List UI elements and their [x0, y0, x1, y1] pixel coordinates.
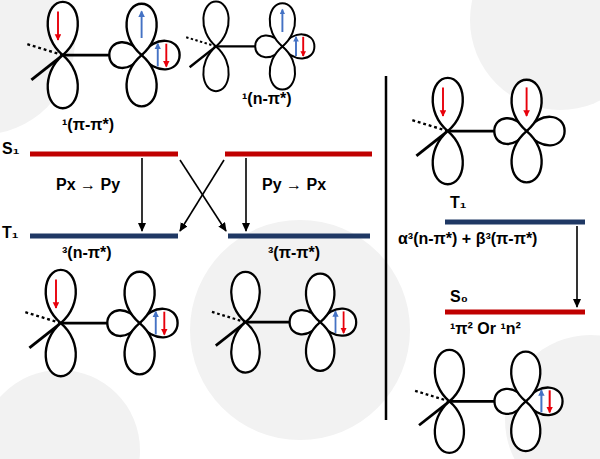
art-line: [55, 279, 57, 308]
art-line: [141, 158, 143, 231]
state-label: ³(π-π*): [268, 244, 320, 262]
art-line: [445, 220, 585, 225]
art-line: [343, 311, 345, 333]
art-circle: [0, 370, 140, 459]
state-label: ¹π² Or ¹n²: [450, 320, 521, 338]
energy-levels: [30, 154, 585, 312]
state-label: ³(n-π*): [62, 244, 112, 262]
orbital-figure: [411, 78, 565, 184]
art-line: [302, 37, 304, 56]
orbital-figure: [414, 350, 563, 453]
transition-arrows: [142, 158, 577, 307]
art-line: [165, 44, 167, 67]
level-label: S₀: [450, 288, 468, 306]
level-label: T₁: [450, 194, 466, 212]
orbital-figure: [185, 2, 315, 92]
orbital-figure: [210, 272, 356, 373]
art-circle: [190, 220, 410, 440]
state-label: ¹(π-π*): [62, 116, 114, 134]
art-line: [540, 390, 542, 412]
art-use: [24, 270, 178, 376]
art-line: [180, 160, 224, 231]
art-use: [414, 350, 563, 453]
art-line: [442, 87, 444, 116]
art-line: [526, 87, 528, 116]
art-use: [185, 2, 315, 92]
level-label: T₁: [2, 224, 18, 242]
art-line: [225, 152, 372, 157]
state-label: ¹(n-π*): [242, 90, 292, 108]
art-line: [445, 310, 585, 315]
art-use: [411, 78, 565, 184]
art-line: [180, 160, 226, 231]
art-line: [141, 11, 143, 38]
orbital-figure: [24, 270, 178, 376]
art-line: [228, 234, 370, 239]
art-line: [30, 234, 178, 239]
level-label: S₁: [2, 140, 19, 158]
divider-line: [385, 76, 388, 420]
art-line: [163, 312, 165, 335]
art-line: [245, 158, 247, 231]
art-line: [295, 37, 297, 56]
art-line: [549, 390, 551, 412]
art-line: [30, 152, 178, 157]
art-line: [57, 11, 59, 40]
art-line: [335, 311, 337, 333]
art-use: [26, 2, 180, 108]
art-use: [210, 272, 356, 373]
art-line: [576, 226, 578, 307]
orbital-figure: [26, 2, 180, 108]
transition-label: Py → Px: [262, 176, 326, 194]
art-line: [281, 10, 283, 32]
art-line: [155, 312, 157, 335]
state-label: α³(n-π*) + β³(π-π*): [398, 230, 537, 248]
transition-label: Px → Py: [56, 176, 120, 194]
art-line: [157, 44, 159, 67]
